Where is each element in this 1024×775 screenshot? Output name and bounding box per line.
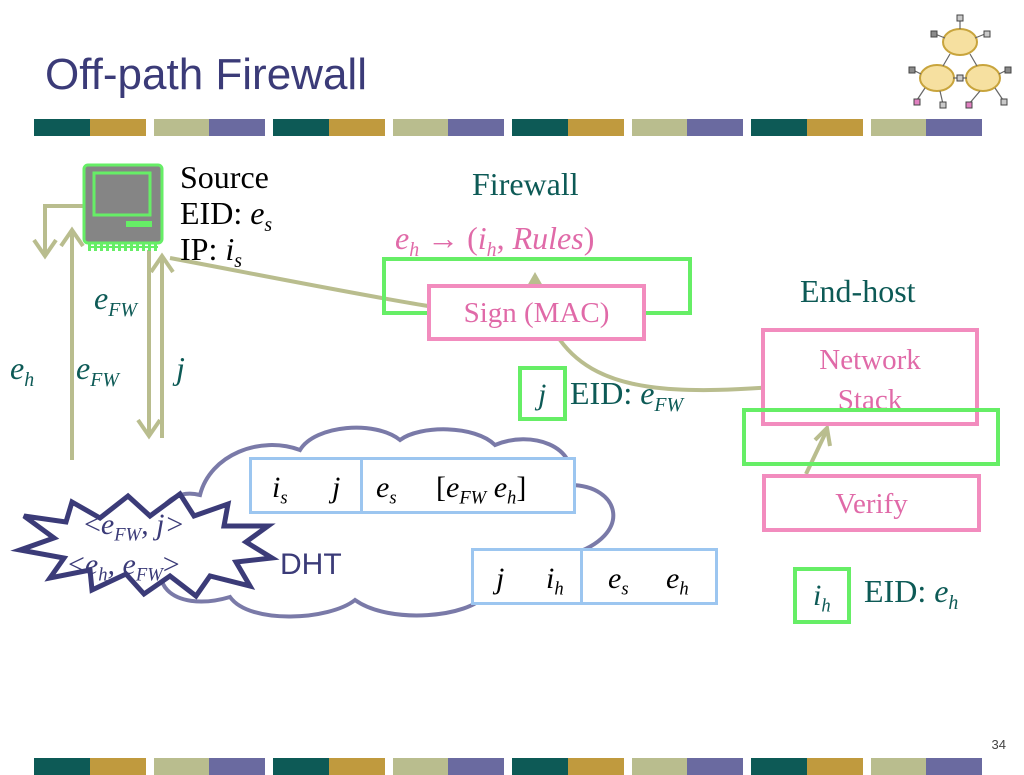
sign-mac-box: Sign (MAC)	[427, 284, 646, 341]
top-color-bar	[34, 119, 983, 136]
starburst-icon	[10, 490, 280, 600]
endhost-box	[742, 408, 1000, 466]
firewall-label: Firewall	[472, 166, 579, 202]
label-efw-mid: eFW	[76, 350, 119, 391]
record2-key-ih: ih	[546, 562, 564, 600]
dht-label: DHT	[280, 548, 342, 581]
firewall-tag-j: j	[538, 378, 547, 411]
firewall-tag-box: j	[518, 366, 567, 421]
arrow-source-firewall	[169, 256, 429, 308]
verify-box: Verify	[762, 474, 981, 532]
sign-mac-label: Sign (MAC)	[463, 297, 610, 329]
network-stack-line1: Network	[819, 344, 921, 376]
label-j: j	[176, 350, 185, 386]
endhost-eid: EID: eh	[864, 573, 959, 614]
label-eh: eh	[10, 350, 35, 391]
record1-val-es: es	[376, 471, 397, 509]
record2-val-es: es	[608, 562, 629, 600]
mapping-arrow-icon: →	[427, 220, 460, 256]
source-ip: IP: is	[180, 231, 242, 272]
endhost-label: End-host	[800, 273, 916, 309]
computer-icon	[82, 163, 164, 251]
record1-key-is: is	[272, 471, 288, 509]
endhost-tag-i: ih	[813, 579, 831, 617]
record1-val-list: [eFW eh]	[436, 471, 527, 509]
record1-key-j: j	[332, 471, 341, 504]
arrow-verify-stack	[804, 431, 828, 475]
firewall-eid: EID: eFW	[570, 375, 684, 416]
endhost-tag-box: ih	[793, 567, 851, 624]
page-number: 34	[991, 737, 1006, 752]
arrow-source-left	[43, 204, 85, 255]
record2-val-eh: eh	[666, 562, 689, 600]
verify-label: Verify	[835, 488, 908, 520]
firewall-mapping: eh → (ih, Rules)	[395, 220, 595, 261]
source-label: Source	[180, 159, 269, 195]
source-eid: EID: es	[180, 195, 273, 236]
slide-title: Off-path Firewall	[45, 50, 367, 99]
network-logo-icon	[908, 14, 1012, 109]
star-line-1: <eFW, j>	[84, 508, 185, 546]
label-efw-top: eFW	[94, 280, 137, 321]
dht-record-2: j ih es eh	[471, 548, 718, 605]
star-line-2: <eh, eFW>	[68, 548, 180, 586]
record2-key-j: j	[496, 562, 505, 595]
dht-record-1: is j es [eFW eh]	[249, 457, 576, 514]
